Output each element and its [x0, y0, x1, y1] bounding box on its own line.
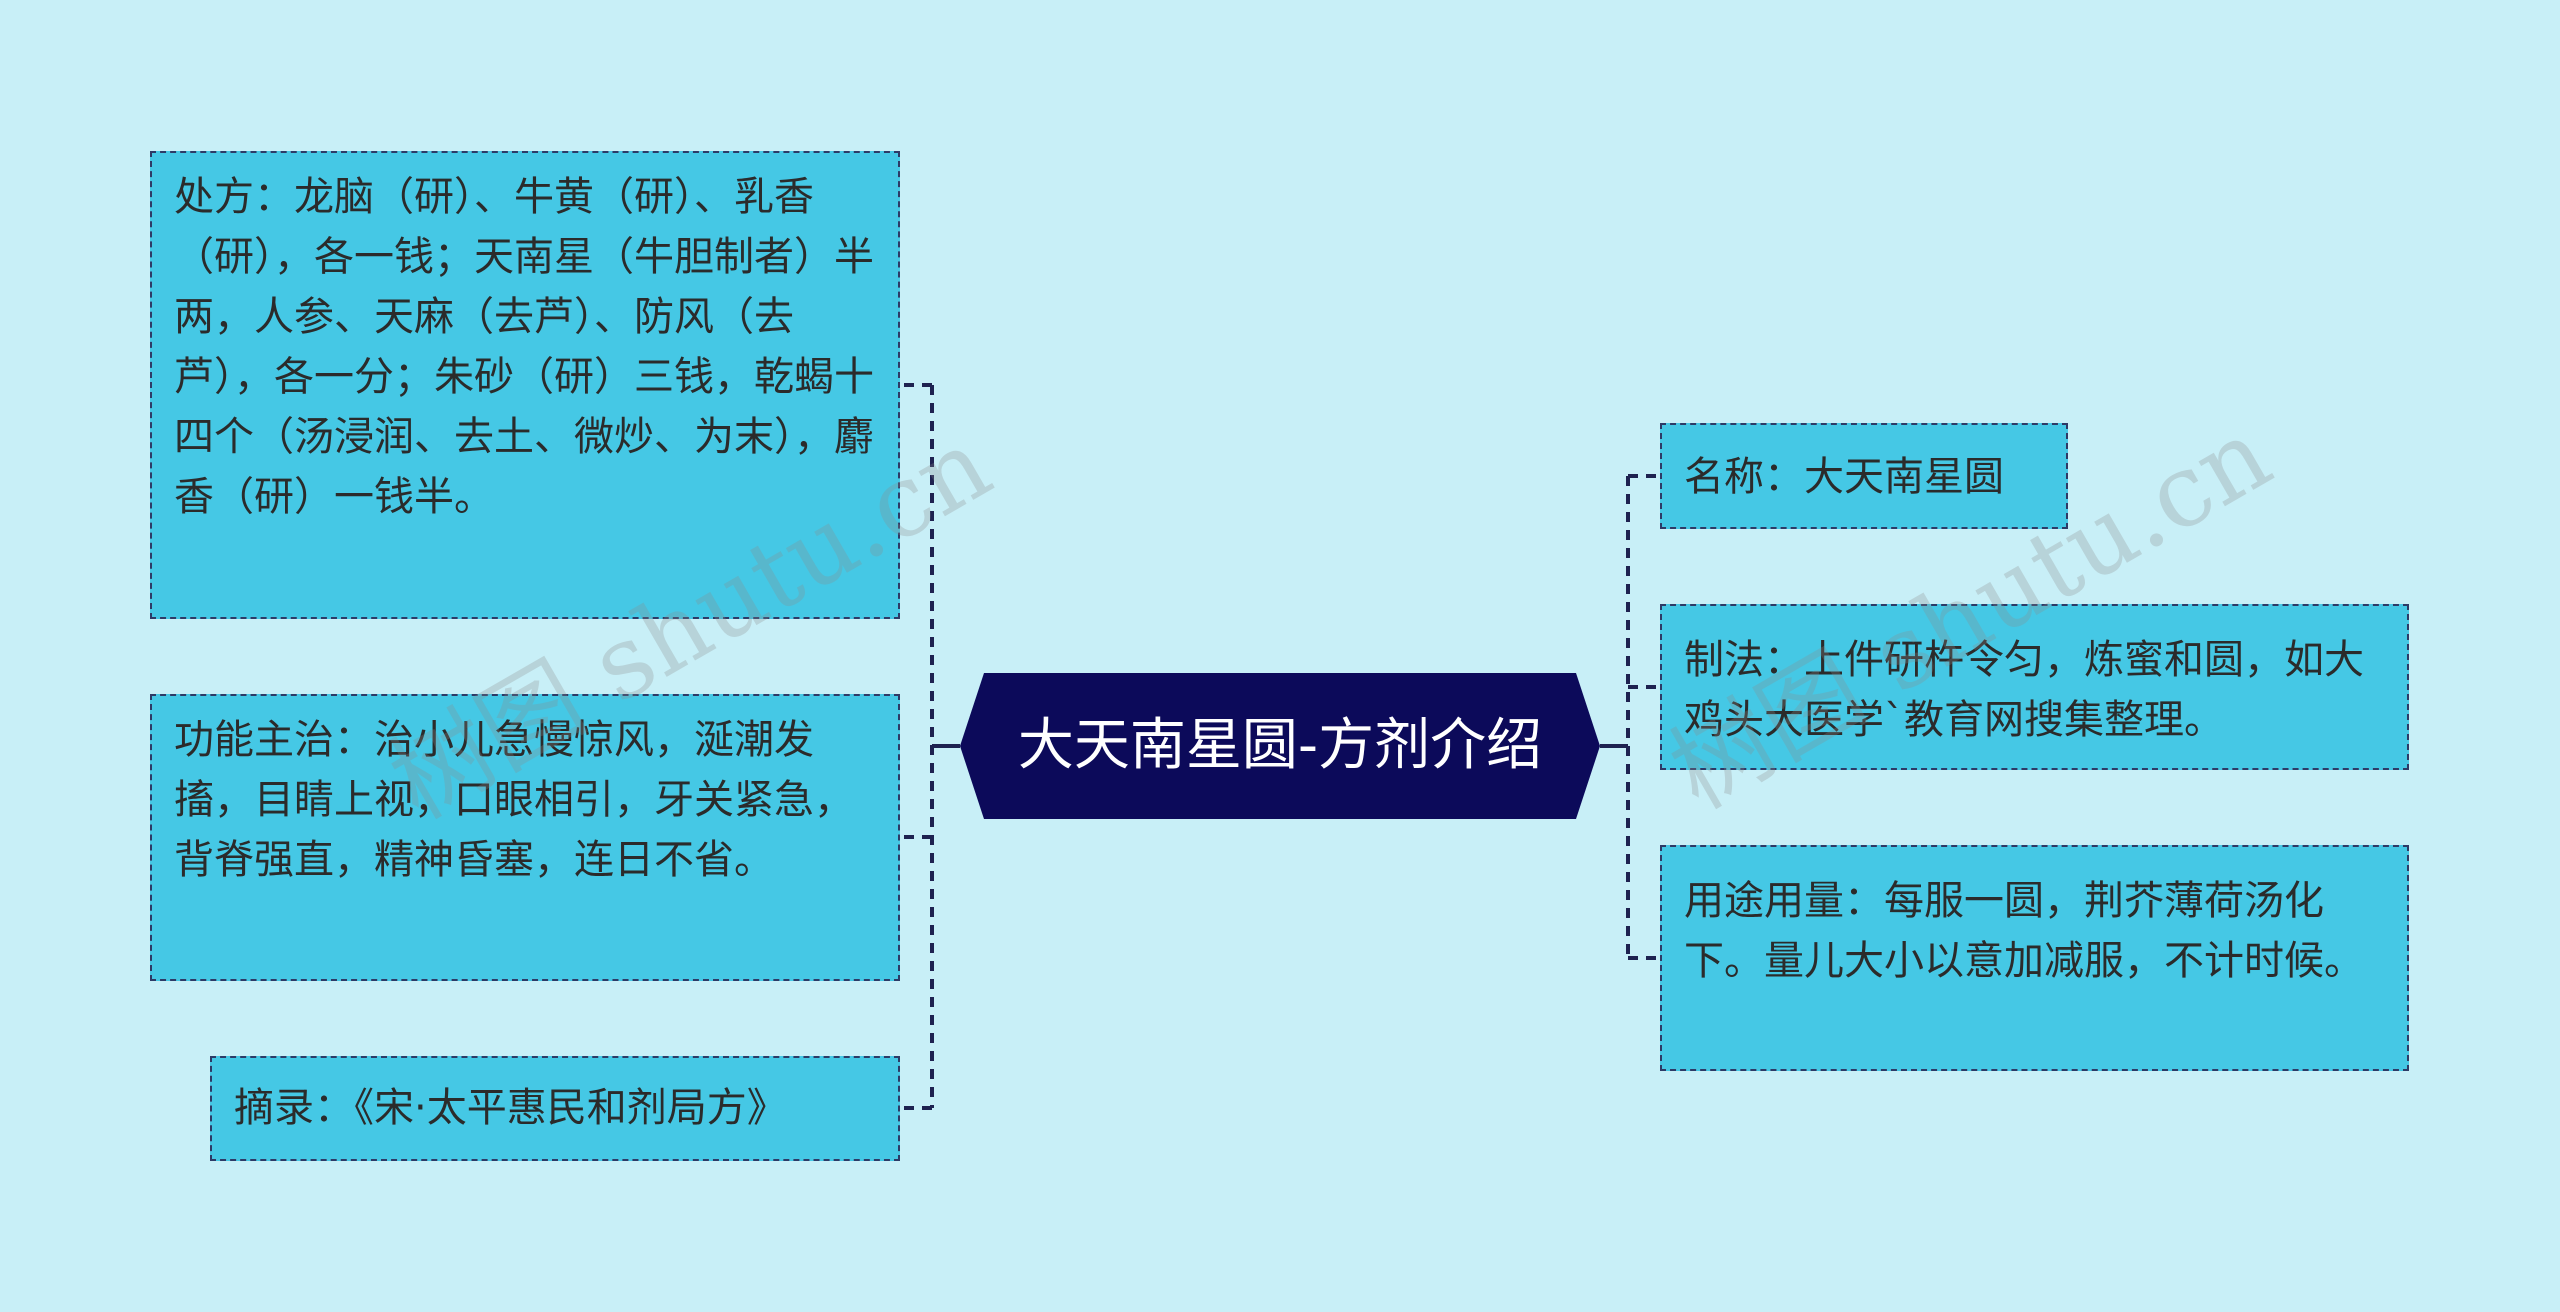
center-node[interactable]: 大天南星圆-方剂介绍	[960, 673, 1600, 819]
node-zhailu-text: 摘录：《宋·太平惠民和剂局方》	[234, 1085, 787, 1131]
node-zhailu[interactable]: 摘录：《宋·太平惠民和剂局方》	[210, 1056, 900, 1161]
node-gongneng-text: 功能主治：治小儿急慢惊风，涎潮发搐，目睛上视，口眼相引，牙关紧急，背脊强直，精神…	[174, 717, 854, 883]
node-chufang[interactable]: 处方：龙脑（研）、牛黄（研）、乳香（研），各一钱；天南星（牛胆制者）半两，人参、…	[150, 151, 900, 619]
node-yongtu[interactable]: 用途用量：每服一圆，荆芥薄荷汤化下。量儿大小以意加减服，不计时候。	[1660, 845, 2409, 1071]
center-title: 大天南星圆-方剂介绍	[1017, 713, 1543, 778]
node-mingcheng-text: 名称：大天南星圆	[1684, 454, 2004, 500]
node-zhifa-text: 制法：上件研杵令匀，炼蜜和圆，如大鸡头大医学`教育网搜集整理。	[1684, 637, 2364, 743]
node-mingcheng[interactable]: 名称：大天南星圆	[1660, 423, 2068, 529]
node-chufang-text: 处方：龙脑（研）、牛黄（研）、乳香（研），各一钱；天南星（牛胆制者）半两，人参、…	[174, 174, 874, 520]
node-zhifa[interactable]: 制法：上件研杵令匀，炼蜜和圆，如大鸡头大医学`教育网搜集整理。	[1660, 604, 2409, 770]
center-node-shape	[960, 673, 1600, 819]
node-yongtu-text: 用途用量：每服一圆，荆芥薄荷汤化下。量儿大小以意加减服，不计时候。	[1684, 878, 2364, 984]
node-gongneng[interactable]: 功能主治：治小儿急慢惊风，涎潮发搐，目睛上视，口眼相引，牙关紧急，背脊强直，精神…	[150, 694, 900, 981]
